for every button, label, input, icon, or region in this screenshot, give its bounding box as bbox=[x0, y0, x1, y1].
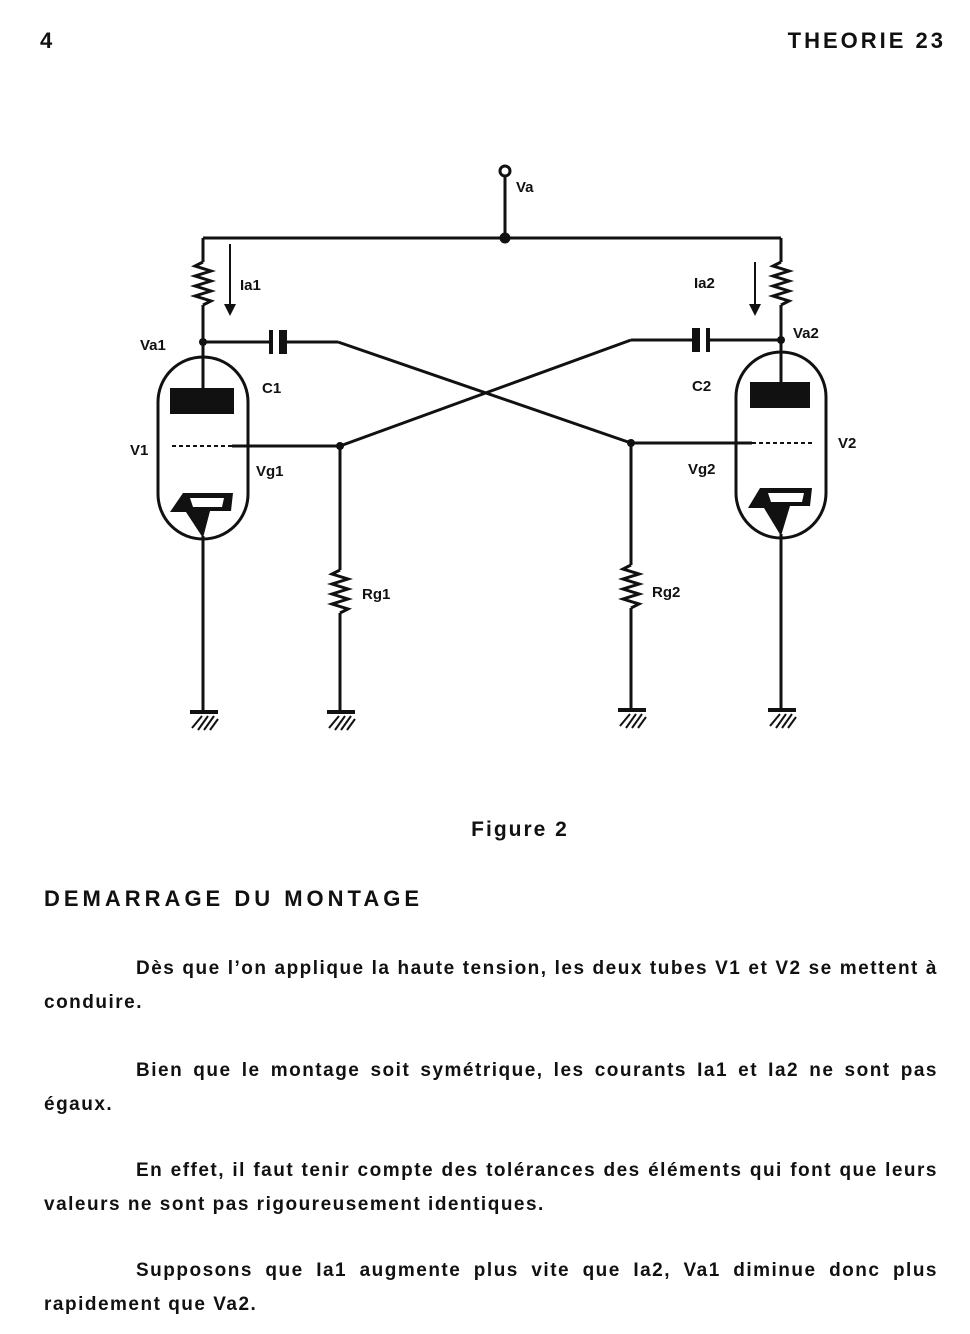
res-label-left: Rg1 bbox=[362, 586, 390, 603]
multivibrator-schematic: Va Ia1 Ia2 Va1 Va2 C1 C2 V1 Vg1 bbox=[130, 164, 856, 731]
paragraph-4: Supposons que Ia1 augmente plus vite que… bbox=[44, 1260, 938, 1315]
page-number: 4 bbox=[40, 28, 56, 53]
section-title: DEMARRAGE DU MONTAGE bbox=[44, 886, 424, 911]
grid-resistor-rg2 bbox=[617, 563, 645, 610]
paragraph-2: Bien que le montage soit symétrique, les… bbox=[44, 1060, 938, 1115]
supply-terminal bbox=[498, 164, 512, 178]
ground-4 bbox=[768, 708, 797, 729]
supply-label: Va bbox=[516, 179, 534, 196]
tube-v2-anode bbox=[750, 382, 810, 408]
running-title: THEORIE 23 bbox=[787, 28, 946, 53]
grid-label-left: Vg1 bbox=[256, 463, 284, 480]
ground-1 bbox=[190, 710, 219, 731]
tube-label-left: V1 bbox=[130, 442, 148, 459]
grid-resistor-rg1 bbox=[326, 568, 354, 615]
ground-2 bbox=[327, 710, 356, 731]
paragraph-1: Dès que l’on applique la haute tension, … bbox=[44, 958, 938, 1013]
cross-wire-c2-to-g1 bbox=[339, 338, 632, 448]
grid-label-right: Vg2 bbox=[688, 461, 716, 478]
cap-label-left: C1 bbox=[262, 380, 281, 397]
figure-caption: Figure 2 bbox=[471, 818, 569, 841]
tube-v1-anode bbox=[170, 388, 234, 414]
current-label-right: Ia2 bbox=[694, 275, 715, 292]
current-arrow-right bbox=[749, 304, 761, 316]
anode-label-left: Va1 bbox=[140, 337, 166, 354]
anode-resistor-left bbox=[189, 260, 217, 307]
res-label-right: Rg2 bbox=[652, 584, 680, 601]
current-arrow-left bbox=[224, 304, 236, 316]
anode-label-right: Va2 bbox=[793, 325, 819, 342]
anode-resistor-right bbox=[767, 260, 795, 307]
cap-label-right: C2 bbox=[692, 378, 711, 395]
paragraph-3: En effet, il faut tenir compte des tolér… bbox=[44, 1160, 938, 1215]
current-label-left: Ia1 bbox=[240, 277, 261, 294]
ground-3 bbox=[618, 708, 647, 729]
tube-label-right: V2 bbox=[838, 435, 856, 452]
